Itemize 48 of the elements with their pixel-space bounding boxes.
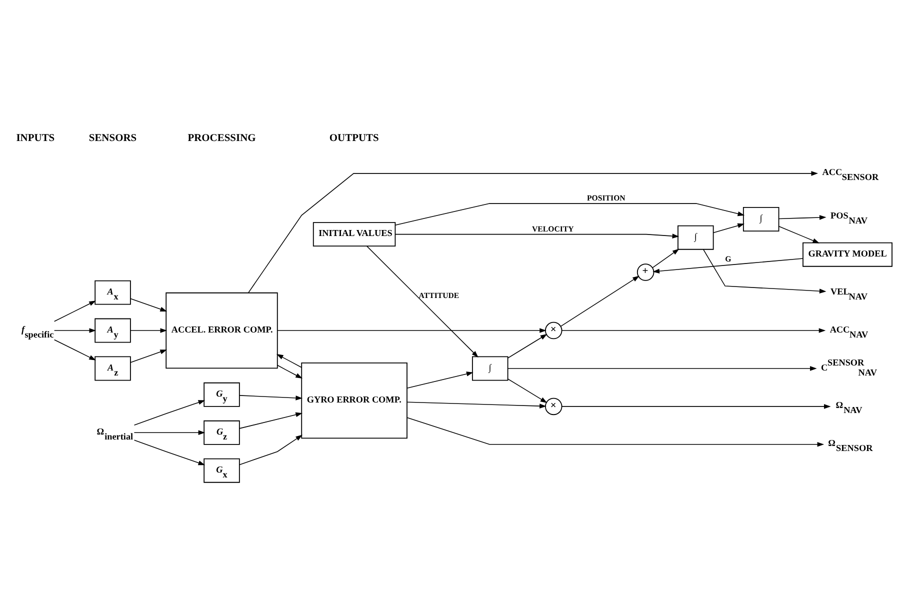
node-circle: + <box>636 264 654 281</box>
arrow <box>778 215 826 220</box>
arrow <box>277 328 546 333</box>
arrow <box>239 395 302 400</box>
arrow <box>239 434 302 466</box>
arrow <box>239 412 302 429</box>
arrow <box>276 354 302 368</box>
node-box: GYRO ERROR COMP. <box>301 362 408 439</box>
arrow <box>562 404 831 409</box>
node-box: ∫ <box>678 225 714 250</box>
node-box: ∫ <box>742 207 780 232</box>
arrow <box>248 171 818 294</box>
arrow <box>394 234 680 238</box>
arrow <box>134 430 206 436</box>
arrow <box>394 203 745 226</box>
arrow <box>508 378 548 403</box>
arrow <box>54 339 96 360</box>
arrow <box>508 366 817 371</box>
arrow <box>712 223 744 234</box>
arrow <box>134 400 206 426</box>
arrow <box>130 328 168 333</box>
label: INPUTS <box>16 133 55 144</box>
label: PROCESSING <box>188 133 256 144</box>
arrow <box>54 328 96 333</box>
node-box: GRAVITY MODEL <box>802 242 892 267</box>
label: OUTPUTS <box>329 133 379 144</box>
arrow <box>652 258 804 274</box>
arrow <box>703 249 826 294</box>
arrow <box>406 402 546 408</box>
label: SENSORS <box>88 133 137 144</box>
arrow <box>130 298 168 312</box>
node-circle: × <box>544 398 562 416</box>
arrow <box>54 300 96 322</box>
arrow <box>560 276 640 327</box>
node-circle: × <box>544 322 562 340</box>
arrow <box>130 350 168 363</box>
arrow <box>406 372 474 389</box>
arrow <box>508 334 548 358</box>
arrow <box>562 328 826 333</box>
arrow <box>778 226 820 244</box>
arrow <box>406 417 824 447</box>
node-box: ACCEL. ERROR COMP. <box>166 292 278 369</box>
node-box: INITIAL VALUES <box>312 222 396 247</box>
arrow <box>277 364 302 379</box>
arrow <box>134 440 206 466</box>
arrow <box>366 246 478 358</box>
arrow <box>652 248 680 268</box>
node-box: ∫ <box>472 356 508 381</box>
